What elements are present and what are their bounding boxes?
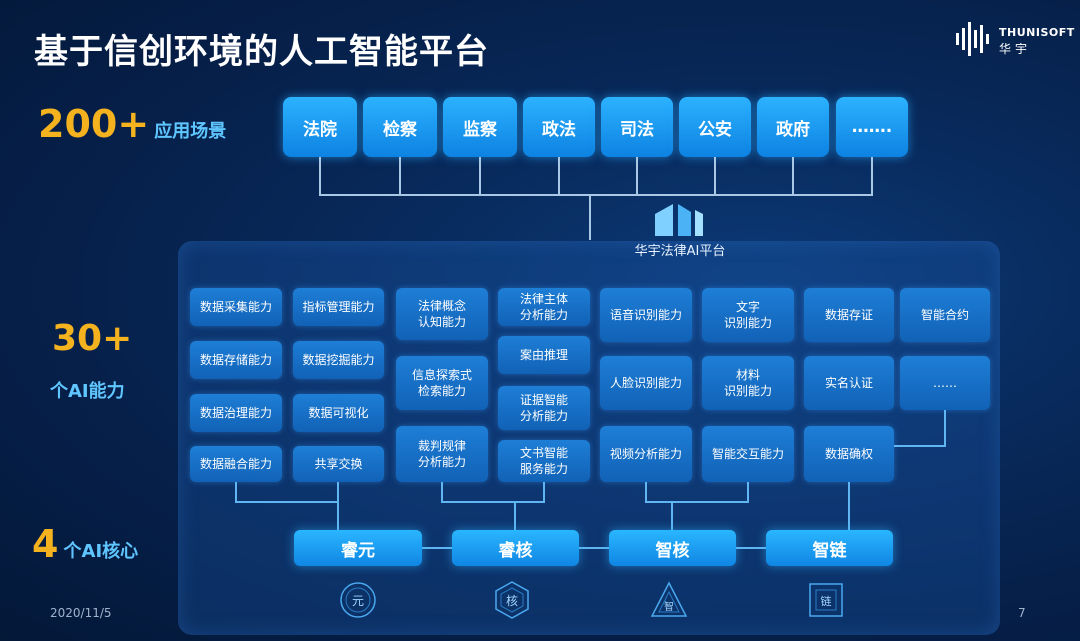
he-icon: 核 bbox=[495, 581, 529, 619]
logo-cn: 华宇 bbox=[999, 42, 1032, 56]
platform-label: 华宇法律AI平台 bbox=[634, 244, 726, 259]
cap-smart-interaction[interactable]: 智能交互能力 bbox=[702, 426, 794, 482]
zhi-icon: 智 bbox=[650, 581, 688, 617]
page-number: 7 bbox=[1018, 606, 1026, 620]
thunisoft-logo: THUNISOFT 华宇 bbox=[955, 22, 1074, 56]
cap-case-reasoning[interactable]: 案由推理 bbox=[498, 336, 590, 374]
platform-logo-icon bbox=[655, 204, 703, 236]
lian-icon: 链 bbox=[809, 583, 843, 617]
cap-speech-recognition[interactable]: 语音识别能力 bbox=[600, 288, 692, 342]
cap-judgment-analysis[interactable]: 裁判规律 分析能力 bbox=[396, 426, 488, 482]
core-zhihe[interactable]: 智核 bbox=[609, 530, 736, 566]
core-stat: 4 个AI核心 bbox=[32, 522, 138, 566]
apps-label: 应用场景 bbox=[154, 121, 227, 142]
yuan-icon: 元 bbox=[340, 582, 376, 618]
core-link-2 bbox=[579, 547, 609, 549]
scene-procuratorate[interactable]: 检察 bbox=[363, 97, 437, 157]
cap-video-analysis[interactable]: 视频分析能力 bbox=[600, 426, 692, 482]
scene-justice[interactable]: 司法 bbox=[601, 97, 673, 157]
cap-real-name-auth[interactable]: 实名认证 bbox=[804, 356, 894, 410]
cap-data-visualization[interactable]: 数据可视化 bbox=[293, 394, 384, 432]
cap-evidence-analysis[interactable]: 证据智能 分析能力 bbox=[498, 386, 590, 430]
cap-legal-concept[interactable]: 法律概念 认知能力 bbox=[396, 288, 488, 340]
scene-supervision[interactable]: 监察 bbox=[443, 97, 517, 157]
scene-more[interactable]: ……. bbox=[836, 97, 908, 157]
apps-number: 200+ bbox=[38, 102, 150, 146]
cap-data-collection[interactable]: 数据采集能力 bbox=[190, 288, 282, 326]
core-link-3 bbox=[736, 547, 766, 549]
cap-material-recognition[interactable]: 材料 识别能力 bbox=[702, 356, 794, 410]
cap-face-recognition[interactable]: 人脸识别能力 bbox=[600, 356, 692, 410]
core-ruihe[interactable]: 睿核 bbox=[452, 530, 579, 566]
core-ruiyuan[interactable]: 睿元 bbox=[294, 530, 422, 566]
cap-data-fusion[interactable]: 数据融合能力 bbox=[190, 446, 282, 482]
zhi-icon-char: 智 bbox=[664, 600, 674, 613]
core-link-1 bbox=[422, 547, 452, 549]
cap-data-mining[interactable]: 数据挖掘能力 bbox=[293, 341, 384, 379]
scene-politics-law[interactable]: 政法 bbox=[523, 97, 595, 157]
page-title: 基于信创环境的人工智能平台 bbox=[34, 32, 489, 72]
he-icon-char: 核 bbox=[506, 594, 518, 608]
footer-date: 2020/11/5 bbox=[50, 606, 112, 620]
scene-court[interactable]: 法院 bbox=[283, 97, 357, 157]
logo-en: THUNISOFT bbox=[999, 26, 1075, 39]
cap-legal-subject[interactable]: 法律主体 分析能力 bbox=[498, 288, 590, 326]
lian-icon-char: 链 bbox=[821, 594, 832, 608]
cap-metric-management[interactable]: 指标管理能力 bbox=[293, 288, 384, 326]
core-number: 4 bbox=[32, 522, 59, 566]
cap-data-storage[interactable]: 数据存储能力 bbox=[190, 341, 282, 379]
cap-exploratory-search[interactable]: 信息探索式 检索能力 bbox=[396, 356, 488, 410]
apps-stat: 200+ 应用场景 bbox=[38, 102, 226, 146]
logo-bars-icon bbox=[956, 22, 989, 56]
cap-data-evidence[interactable]: 数据存证 bbox=[804, 288, 894, 342]
core-label: 个AI核心 bbox=[63, 541, 139, 562]
cap-data-sharing[interactable]: 共享交换 bbox=[293, 446, 384, 482]
cap-more[interactable]: …… bbox=[900, 356, 990, 410]
scene-public-security[interactable]: 公安 bbox=[679, 97, 751, 157]
cap-data-governance[interactable]: 数据治理能力 bbox=[190, 394, 282, 432]
scene-government[interactable]: 政府 bbox=[757, 97, 829, 157]
ability-label: 个AI能力 bbox=[50, 381, 125, 402]
ability-number: 30+ bbox=[52, 318, 133, 359]
yuan-icon-char: 元 bbox=[352, 594, 364, 608]
cap-text-recognition[interactable]: 文字 识别能力 bbox=[702, 288, 794, 342]
core-zhilian[interactable]: 智链 bbox=[766, 530, 893, 566]
cap-document-service[interactable]: 文书智能 服务能力 bbox=[498, 440, 590, 482]
cap-smart-contract[interactable]: 智能合约 bbox=[900, 288, 990, 342]
cap-data-rights[interactable]: 数据确权 bbox=[804, 426, 894, 482]
